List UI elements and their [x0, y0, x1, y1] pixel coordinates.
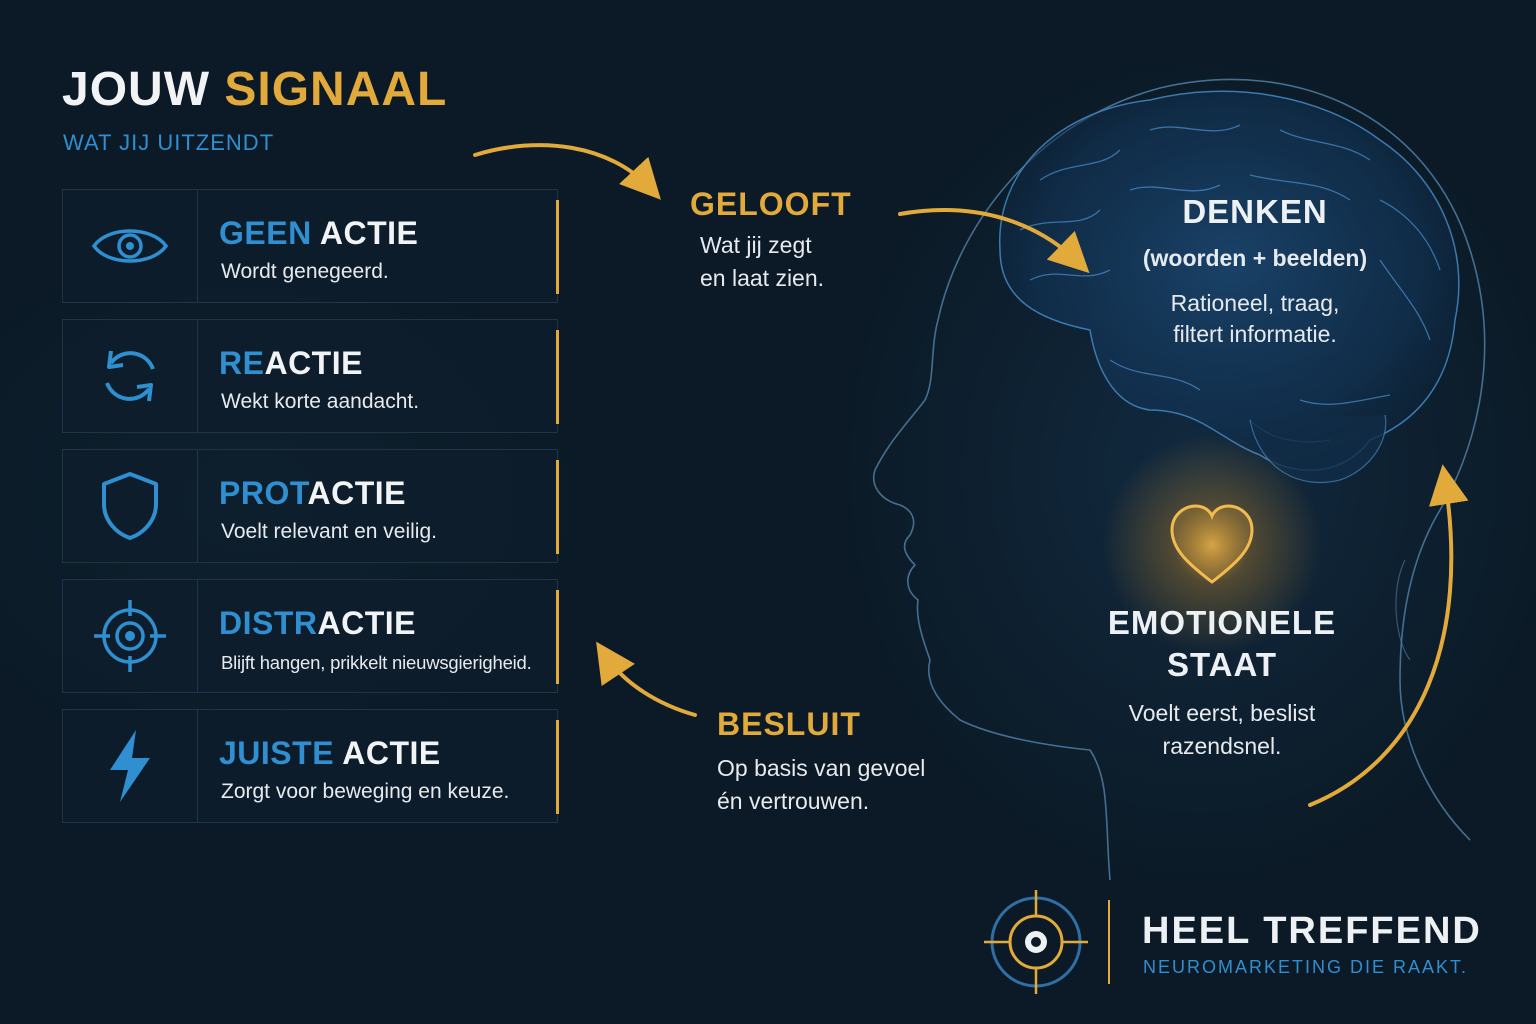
- brand-tagline: NEUROMARKETING DIE RAAKT.: [1143, 957, 1469, 977]
- emotie-line-2: razendsnel.: [1162, 733, 1282, 759]
- card-description: Wordt genegeerd.: [221, 260, 389, 283]
- card-title: GEEN ACTIE: [219, 215, 419, 251]
- signal-cards-list: GEEN ACTIE Wordt genegeerd. REACTIE Wekt…: [62, 189, 559, 839]
- besluit-line-1: Op basis van gevoel: [717, 755, 926, 781]
- card-protactie: PROTACTIE Voelt relevant en veilig.: [62, 449, 559, 563]
- gold-accent-bar: [556, 330, 559, 424]
- emotie-line-1: Voelt eerst, beslist: [1128, 700, 1316, 726]
- card-description: Zorgt voor beweging en keuze.: [221, 780, 510, 803]
- refresh-icon: [105, 350, 155, 402]
- shield-icon: [102, 472, 158, 540]
- arrow-emotion-to-brain: [1308, 464, 1469, 807]
- arrow-gelooft-to-brain: [898, 208, 1090, 274]
- brand-logo-icon: [984, 890, 1088, 994]
- page-title: JOUW SIGNAAL: [62, 62, 447, 117]
- card-distractie: DISTRACTIE Blijft hangen, prikkelt nieuw…: [62, 579, 559, 693]
- card-geen-actie: GEEN ACTIE Wordt genegeerd.: [62, 189, 559, 303]
- arrow-besluit-to-cards: [596, 641, 697, 717]
- brand-name: HEEL TREFFEND: [1142, 910, 1482, 952]
- page-subtitle: WAT JIJ UITZENDT: [63, 130, 275, 155]
- denken-subtitle: (woorden + beelden): [1142, 245, 1368, 271]
- target-icon: [94, 600, 166, 672]
- card-juiste-actie: JUISTE ACTIE Zorgt voor beweging en keuz…: [62, 709, 559, 823]
- besluit-line-2: én vertrouwen.: [717, 788, 870, 814]
- denken-line-1: Rationeel, traag,: [1170, 290, 1340, 316]
- arrow-signal-to-gelooft: [473, 143, 661, 200]
- card-reactie: REACTIE Wekt korte aandacht.: [62, 319, 559, 433]
- title-part-1: JOUW: [62, 63, 210, 116]
- besluit-title: BESLUIT: [717, 706, 861, 742]
- gold-accent-bar: [556, 720, 559, 814]
- gelooft-title: GELOOFT: [690, 186, 852, 222]
- lightning-icon: [110, 730, 150, 802]
- eye-icon: [91, 229, 169, 263]
- card-description: Wekt korte aandacht.: [221, 390, 420, 413]
- gold-accent-bar: [556, 460, 559, 554]
- card-title: REACTIE: [219, 345, 363, 381]
- gelooft-line-2: en laat zien.: [700, 265, 825, 291]
- emotie-title-1: EMOTIONELE: [1107, 604, 1337, 641]
- gold-accent-bar: [556, 200, 559, 294]
- gold-accent-bar: [556, 590, 559, 684]
- card-title: JUISTE ACTIE: [219, 735, 441, 771]
- title-part-2: SIGNAAL: [224, 63, 448, 116]
- heart-icon: [1170, 504, 1254, 584]
- gelooft-line-1: Wat jij zegt: [700, 232, 812, 258]
- emotie-title-2: STAAT: [1166, 646, 1278, 683]
- denken-title: DENKEN: [1182, 193, 1328, 230]
- denken-line-2: filtert informatie.: [1173, 321, 1337, 347]
- brand-divider: [1108, 900, 1110, 984]
- card-description: Voelt relevant en veilig.: [221, 520, 437, 543]
- card-title: DISTRACTIE: [219, 605, 416, 641]
- card-description: Blijft hangen, prikkelt nieuwsgierigheid…: [221, 652, 532, 673]
- card-title: PROTACTIE: [219, 475, 407, 511]
